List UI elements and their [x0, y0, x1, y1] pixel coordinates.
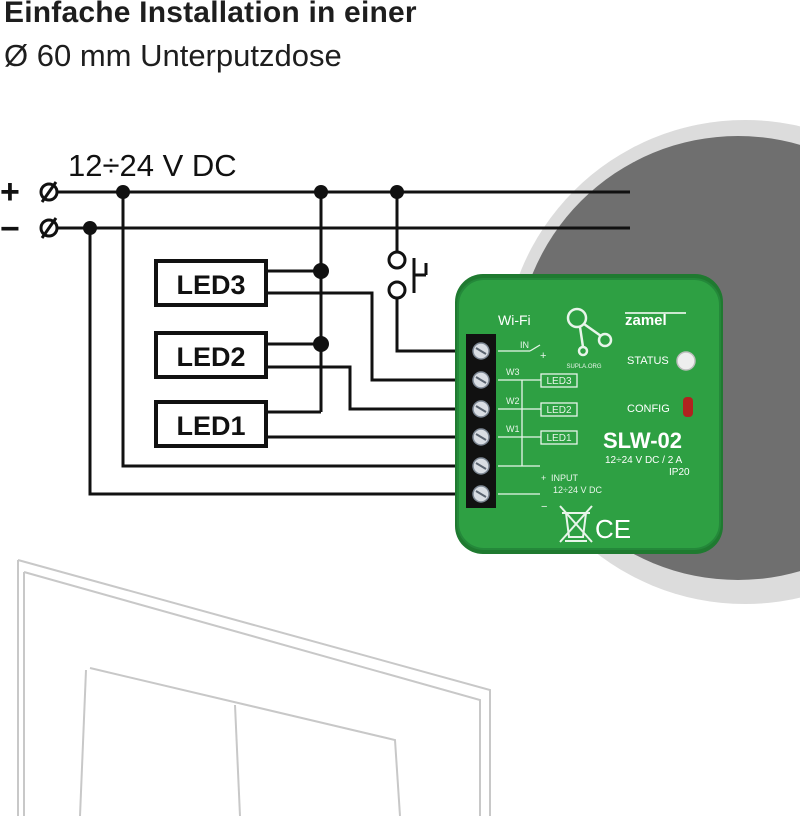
- input-minus-mark: −: [541, 501, 547, 513]
- junction-dots: [83, 185, 404, 352]
- title-line-1: Einfache Installation in einer: [4, 0, 417, 29]
- module-led-boxes: [540, 373, 578, 445]
- led2-label: LED2: [176, 342, 245, 372]
- module-led3-label: LED3: [546, 376, 571, 387]
- led3-w3-wire: [266, 291, 474, 382]
- terminal-block: [466, 334, 496, 508]
- terminal-screws: [472, 342, 490, 503]
- in-label: IN: [520, 340, 529, 350]
- rating-label: 12÷24 V DC / 2 A: [605, 455, 683, 466]
- wall-switch-frame: [17, 559, 491, 816]
- module-led2-label: LED2: [546, 405, 571, 416]
- w2-label: W2: [506, 396, 520, 406]
- led2-box: LED2: [154, 331, 268, 379]
- in-plus-mark: +: [540, 350, 546, 362]
- title-line-2: Ø 60 mm Unterputzdose: [4, 38, 342, 73]
- supla-label: SUPLA.ORG: [566, 364, 601, 370]
- plus-symbol: +: [0, 173, 20, 211]
- wifi-label: Wi-Fi: [498, 312, 531, 328]
- input-voltage: 12÷24 V DC: [553, 485, 602, 495]
- module-led1-label: LED1: [546, 433, 571, 444]
- status-label: STATUS: [627, 355, 669, 367]
- module-printed-lines: [498, 344, 541, 495]
- config-button: [683, 397, 693, 417]
- status-led: [676, 351, 696, 371]
- terminal-symbols: [39, 181, 59, 239]
- minus-symbol: −: [0, 210, 20, 248]
- input-label: INPUT: [551, 473, 579, 483]
- w1-label: W1: [506, 424, 520, 434]
- button-in-wire: [395, 296, 474, 353]
- w3-label: W3: [506, 367, 520, 377]
- led3-label: LED3: [176, 270, 245, 300]
- led1-label: LED1: [176, 411, 245, 441]
- voltage-label: 12÷24 V DC: [68, 148, 237, 183]
- ip-rating-label: IP20: [669, 467, 690, 478]
- input-plus-wire: [121, 192, 474, 468]
- led3-box: LED3: [154, 259, 268, 307]
- input-plus-mark: +: [541, 473, 546, 483]
- supla-logo: [566, 307, 613, 357]
- weee-bin-icon: [559, 505, 593, 543]
- model-label: SLW-02: [603, 428, 682, 453]
- led2-w2-wire: [266, 365, 474, 411]
- led1-box: LED1: [154, 400, 268, 448]
- input-minus-wire: [88, 228, 474, 496]
- ce-mark: CE: [595, 514, 631, 544]
- slw02-module: IN + W3 W2 W1 + INPUT 12÷24 V DC − LED3 …: [455, 274, 723, 554]
- brand-logo: zamel: [625, 312, 667, 329]
- push-button-symbol: [387, 250, 428, 300]
- config-label: CONFIG: [627, 403, 670, 415]
